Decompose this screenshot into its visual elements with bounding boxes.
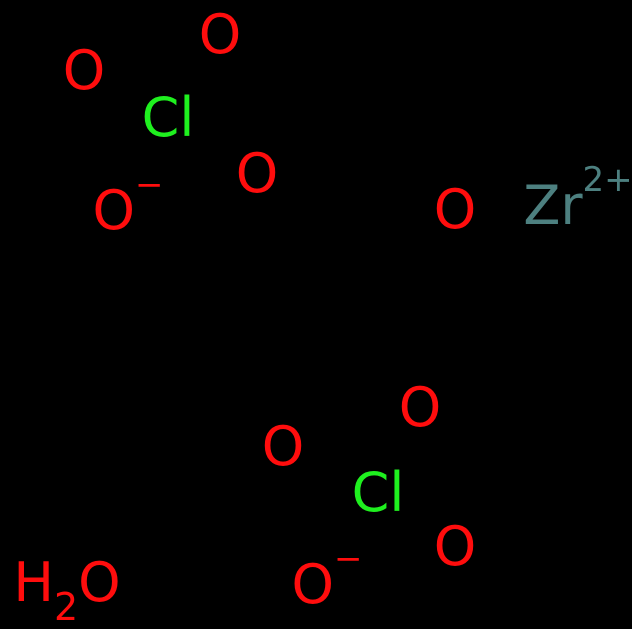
water-hydrogen-label: H bbox=[13, 551, 54, 614]
atom-oxygen-o7: O bbox=[262, 420, 305, 474]
atom-label: O bbox=[433, 178, 477, 241]
molecule-water: H2O bbox=[13, 556, 120, 626]
bond-o4-chain bbox=[271, 165, 446, 202]
atom-oxygen-anion-o3: O− bbox=[92, 168, 163, 238]
atom-oxygen-o6: O bbox=[399, 381, 442, 435]
charge-minus: − bbox=[135, 165, 164, 206]
atom-label: Zr bbox=[523, 174, 583, 237]
atom-label: Cl bbox=[351, 461, 405, 524]
atom-oxygen-o8: O bbox=[434, 520, 477, 574]
atom-chlorine-cl2: Cl bbox=[352, 466, 405, 520]
atom-oxygen-anion-o9: O− bbox=[291, 542, 362, 612]
atom-zirconium-cation: Zr2+ bbox=[523, 163, 632, 233]
charge-minus: − bbox=[334, 539, 363, 580]
charge-2plus: 2+ bbox=[582, 160, 632, 201]
atom-label: O bbox=[235, 142, 279, 205]
atom-label: Cl bbox=[141, 86, 195, 149]
atom-label: O bbox=[92, 179, 136, 242]
atom-oxygen-o2: O bbox=[199, 8, 242, 62]
atom-label: O bbox=[62, 39, 106, 102]
atom-label: O bbox=[398, 376, 442, 439]
atom-oxygen-o5: O bbox=[434, 183, 477, 237]
atom-oxygen-o4: O bbox=[236, 147, 279, 201]
atom-label: O bbox=[198, 3, 242, 66]
water-oxygen-label: O bbox=[78, 551, 121, 614]
atom-chlorine-cl1: Cl bbox=[142, 91, 195, 145]
bond-o5-chain bbox=[445, 234, 495, 413]
atom-label: O bbox=[291, 553, 335, 616]
atom-label: O bbox=[433, 515, 477, 578]
atom-oxygen-o1: O bbox=[63, 44, 106, 98]
water-subscript: 2 bbox=[53, 584, 79, 629]
atom-label: O bbox=[261, 415, 305, 478]
